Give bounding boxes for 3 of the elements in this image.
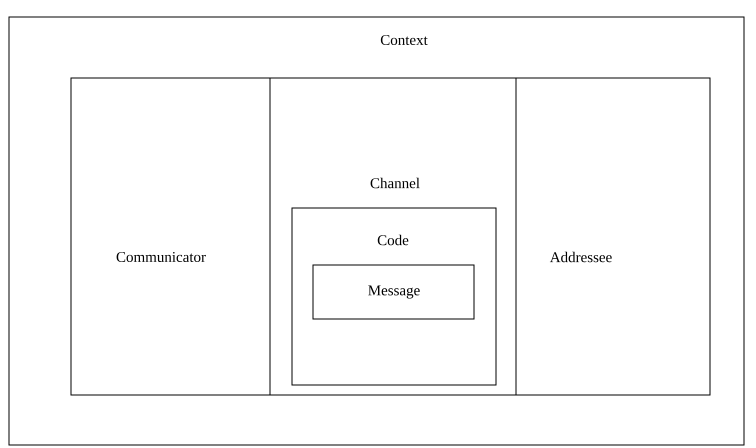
communicator-box: Communicator: [70, 78, 270, 396]
message-box: Message: [312, 264, 474, 320]
addressee-box: Addressee: [516, 78, 710, 396]
